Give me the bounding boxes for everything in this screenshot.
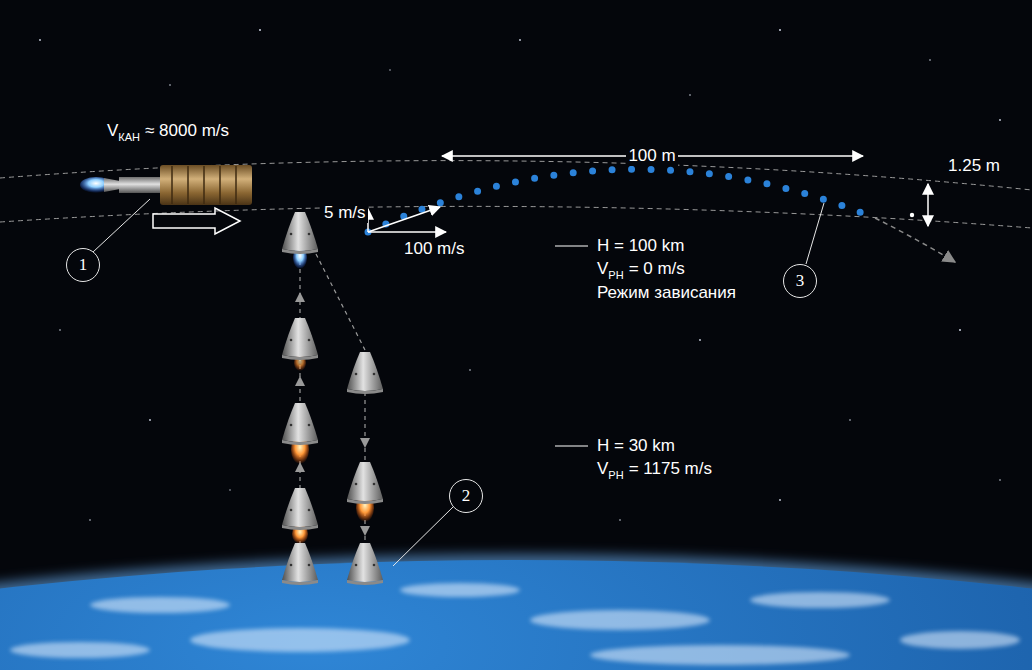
callout-circle: 1: [66, 248, 100, 282]
altitude-label: H = 100 km: [597, 236, 684, 256]
callout-circle: 3: [783, 264, 817, 298]
label-row: 5 m/s: [322, 203, 368, 223]
subscript-label: КАН: [118, 127, 140, 147]
velocity-label: = 1175 m/s: [629, 459, 712, 479]
velocity-label: V: [597, 259, 608, 279]
mode-label: Режим зависания: [597, 283, 736, 303]
trajectory: [368, 169, 955, 262]
rocket-stages: [282, 212, 383, 585]
earth: [0, 554, 1032, 670]
dimension-label: 100 m: [628, 146, 675, 166]
callout-number: 1: [79, 256, 88, 274]
label-row: VPH= 0 m/s: [595, 259, 687, 280]
label-row: VPH= 1175 m/s: [595, 459, 714, 480]
dimension-label: 1.25 m: [948, 156, 1000, 176]
orbit-lines: [0, 161, 1032, 228]
leader-lines: [93, 199, 824, 566]
label-row: Режим зависания: [595, 283, 738, 303]
label-row: 100 m: [626, 146, 677, 166]
label-row: VКАН≈ 8000 m/s: [105, 121, 231, 142]
velocity-label: V: [107, 121, 118, 141]
subscript-label: PH: [608, 465, 623, 485]
label-row: 1.25 m: [946, 156, 1002, 176]
dimension-arrows: [442, 156, 928, 226]
subscript-label: PH: [608, 265, 623, 285]
label-row: H = 100 km: [595, 236, 686, 256]
cannon: [80, 165, 252, 234]
velocity-label: = 0 m/s: [629, 259, 685, 279]
altitude-ticks: [555, 246, 588, 446]
velocity-label: 100 m/s: [404, 239, 464, 259]
callout-number: 2: [462, 487, 471, 505]
label-row: 100 m/s: [402, 239, 466, 259]
velocity-label: V: [597, 459, 608, 479]
velocity-label: 5 m/s: [324, 203, 366, 223]
velocity-label: ≈ 8000 m/s: [145, 121, 229, 141]
stars: [39, 29, 1001, 521]
label-row: H = 30 km: [595, 436, 677, 456]
callout-number: 3: [796, 272, 805, 290]
altitude-label: H = 30 km: [597, 436, 675, 456]
velocity-arrows: [368, 207, 446, 232]
callout-circle: 2: [449, 479, 483, 513]
